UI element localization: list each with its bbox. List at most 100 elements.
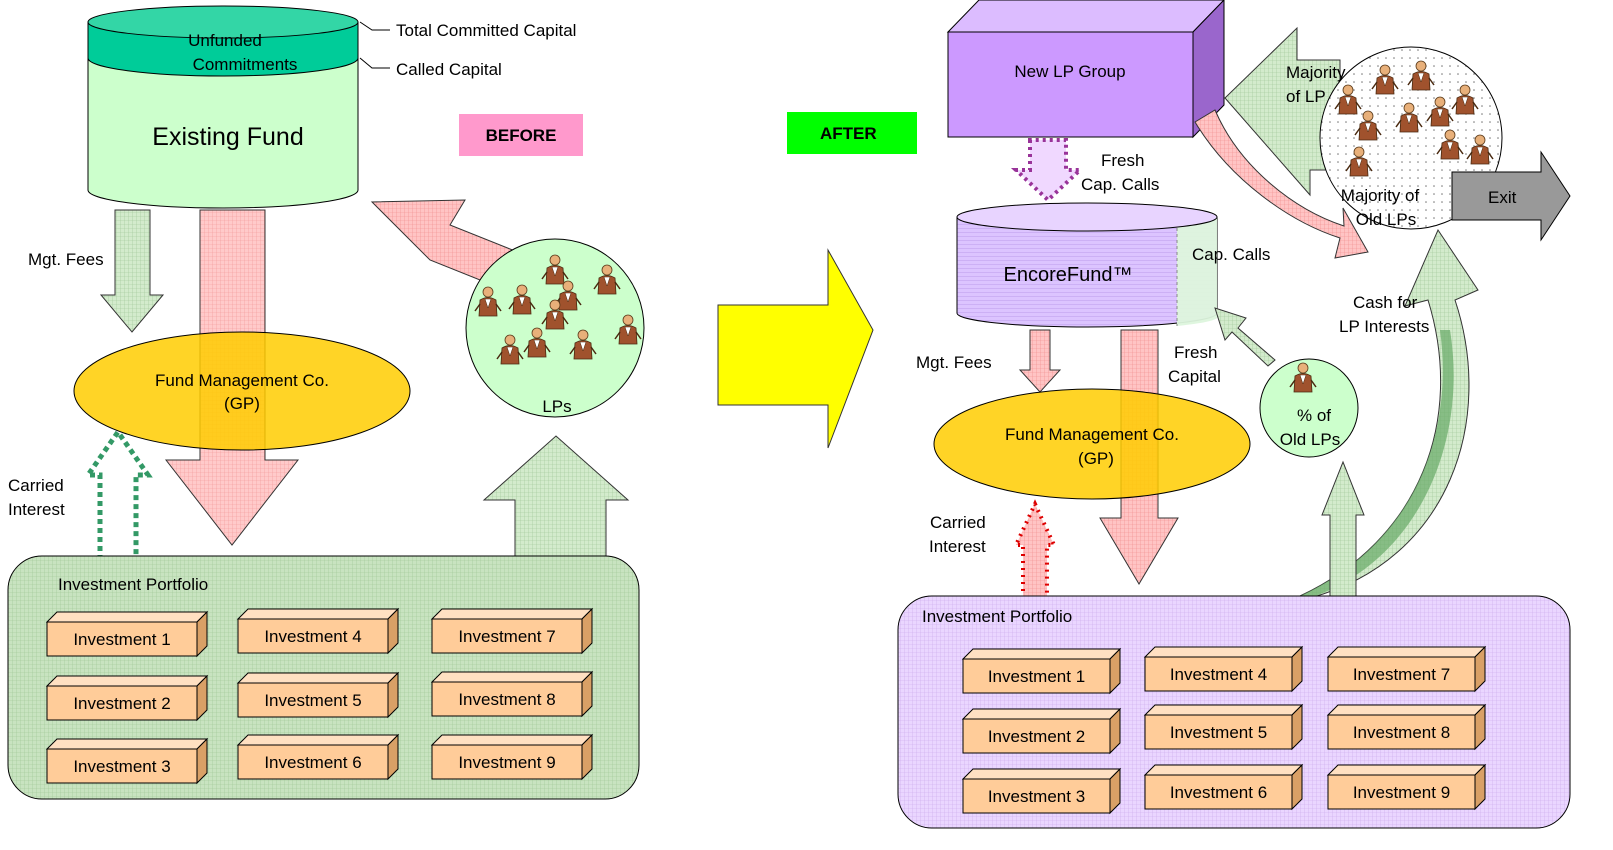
cash-for-label: Cash for [1353, 293, 1418, 312]
before-after-arrow [717, 248, 874, 449]
after-tag-label: AFTER [820, 124, 877, 143]
before-tag [459, 114, 583, 156]
new-lp-group-box [946, 0, 1225, 139]
old-lps-exit-flow-dark [1300, 330, 1454, 598]
investment-label: Investment 3 [73, 757, 170, 776]
total-committed-leader [359, 21, 390, 31]
investment-label: Investment 1 [988, 667, 1085, 686]
investment-label: Investment 5 [1170, 723, 1267, 742]
before-investment-4: Investment 4 [236, 607, 400, 655]
before-gp-sub: (GP) [224, 394, 260, 413]
after-mgt-fees-label: Mgt. Fees [916, 353, 992, 372]
investment-label: Investment 8 [1353, 723, 1450, 742]
pct-old-lps-arrow [1214, 307, 1276, 367]
before-tag-label: BEFORE [486, 126, 557, 145]
investment-label: Investment 5 [264, 691, 361, 710]
investment-label: Investment 3 [988, 787, 1085, 806]
after-gp-name: Fund Management Co. [1005, 425, 1179, 444]
investment-label: Investment 7 [1353, 665, 1450, 684]
before-gp-name: Fund Management Co. [155, 371, 329, 390]
after-gp-ellipse [933, 388, 1251, 500]
existing-fund-title: Existing Fund [152, 123, 303, 151]
after-investment-8: Investment 8 [1326, 703, 1487, 751]
distributions-up-arrow [482, 435, 630, 561]
investment-label: Investment 6 [1170, 783, 1267, 802]
after-tag [787, 112, 917, 154]
before-investments: Investment 1 Investment 2 Investment 3 Inve… [45, 607, 594, 785]
called-leader [359, 57, 390, 69]
exit-arrow [1451, 150, 1571, 242]
investment-label: Investment 2 [988, 727, 1085, 746]
after-investment-5: Investment 5 [1143, 703, 1304, 751]
after-investment-7: Investment 7 [1326, 645, 1487, 693]
before-interest-label: Interest [8, 500, 65, 519]
old-lps-exit-flow [1298, 228, 1479, 599]
investment-label: Investment 7 [458, 627, 555, 646]
before-investment-8: Investment 8 [430, 670, 594, 718]
after-carried-arrow [1012, 499, 1058, 600]
called-capital-label: Called Capital [396, 60, 502, 79]
before-gp-ellipse [73, 331, 411, 451]
after-gp-sub: (GP) [1078, 449, 1114, 468]
unfunded-label: Unfunded [188, 31, 262, 50]
lps-to-fund-arrow [370, 199, 526, 291]
fresh-cap-calls-label-2: Cap. Calls [1081, 175, 1159, 194]
investment-label: Investment 9 [458, 753, 555, 772]
before-investment-3: Investment 3 [45, 737, 209, 785]
before-portfolio-title: Investment Portfolio [58, 575, 208, 594]
after-investment-2: Investment 2 [961, 707, 1122, 755]
before-investment-7: Investment 7 [430, 607, 594, 655]
exit-label: Exit [1488, 188, 1517, 207]
encorefund-cylinder [956, 202, 1220, 328]
fresh-cap-calls-arrow [1010, 138, 1086, 203]
pct-old-lps-label-1: % of [1297, 406, 1331, 425]
existing-fund-cylinder [87, 5, 359, 209]
investment-label: Investment 6 [264, 753, 361, 772]
after-investments: Investment 1 Investment 2 Investment 3 Inve… [961, 645, 1487, 815]
investment-label: Investment 1 [73, 630, 170, 649]
after-section: New LP Group Majority of LP Majority of … [897, 0, 1571, 829]
before-section: Unfunded Commitments Existing Fund Total… [7, 5, 645, 800]
new-lp-group-label: New LP Group [1014, 62, 1125, 81]
majority-old-lps-label-1: Majority of [1341, 186, 1420, 205]
before-carried-label: Carried [8, 476, 64, 495]
before-investment-9: Investment 9 [430, 733, 594, 781]
pct-old-lps-circle [1259, 358, 1359, 458]
investment-label: Investment 9 [1353, 783, 1450, 802]
total-committed-label: Total Committed Capital [396, 21, 576, 40]
after-portfolio-title: Investment Portfolio [922, 607, 1072, 626]
investment-label: Investment 4 [264, 627, 361, 646]
majority-lp-label-2: of LP [1286, 87, 1326, 106]
before-mgt-fees-label: Mgt. Fees [28, 250, 104, 269]
after-investment-6: Investment 6 [1143, 763, 1304, 811]
after-mgt-fees-arrow [1018, 329, 1062, 393]
before-carried-arrow [83, 427, 153, 563]
before-investment-1: Investment 1 [45, 610, 209, 658]
after-carried-label: Carried [930, 513, 986, 532]
fresh-capital-label-2: Capital [1168, 367, 1221, 386]
pct-old-lps-label-2: Old LPs [1280, 430, 1340, 449]
before-investment-2: Investment 2 [45, 674, 209, 722]
commitments-label: Commitments [193, 55, 298, 74]
investment-label: Investment 2 [73, 694, 170, 713]
after-distributions-up-arrow [1321, 460, 1365, 601]
fresh-cap-calls-label-1: Fresh [1101, 151, 1144, 170]
before-lps-label: LPs [542, 397, 571, 416]
after-investment-9: Investment 9 [1326, 763, 1487, 811]
before-investment-6: Investment 6 [236, 733, 400, 781]
after-interest-label: Interest [929, 537, 986, 556]
majority-old-lps-label-2: Old LPs [1356, 210, 1416, 229]
after-investment-3: Investment 3 [961, 767, 1122, 815]
fresh-capital-label-1: Fresh [1174, 343, 1217, 362]
majority-lp-label-1: Majority [1286, 63, 1346, 82]
cash-for-lp-interests-arrow [1194, 109, 1369, 259]
investment-label: Investment 4 [1170, 665, 1267, 684]
investment-label: Investment 8 [458, 690, 555, 709]
after-investment-1: Investment 1 [961, 647, 1122, 695]
lp-interests-label: LP Interests [1339, 317, 1429, 336]
encorefund-title: EncoreFund™ [1004, 264, 1133, 286]
before-investment-5: Investment 5 [236, 671, 400, 719]
after-investment-4: Investment 4 [1143, 645, 1304, 693]
cap-calls-label: Cap. Calls [1192, 245, 1270, 264]
